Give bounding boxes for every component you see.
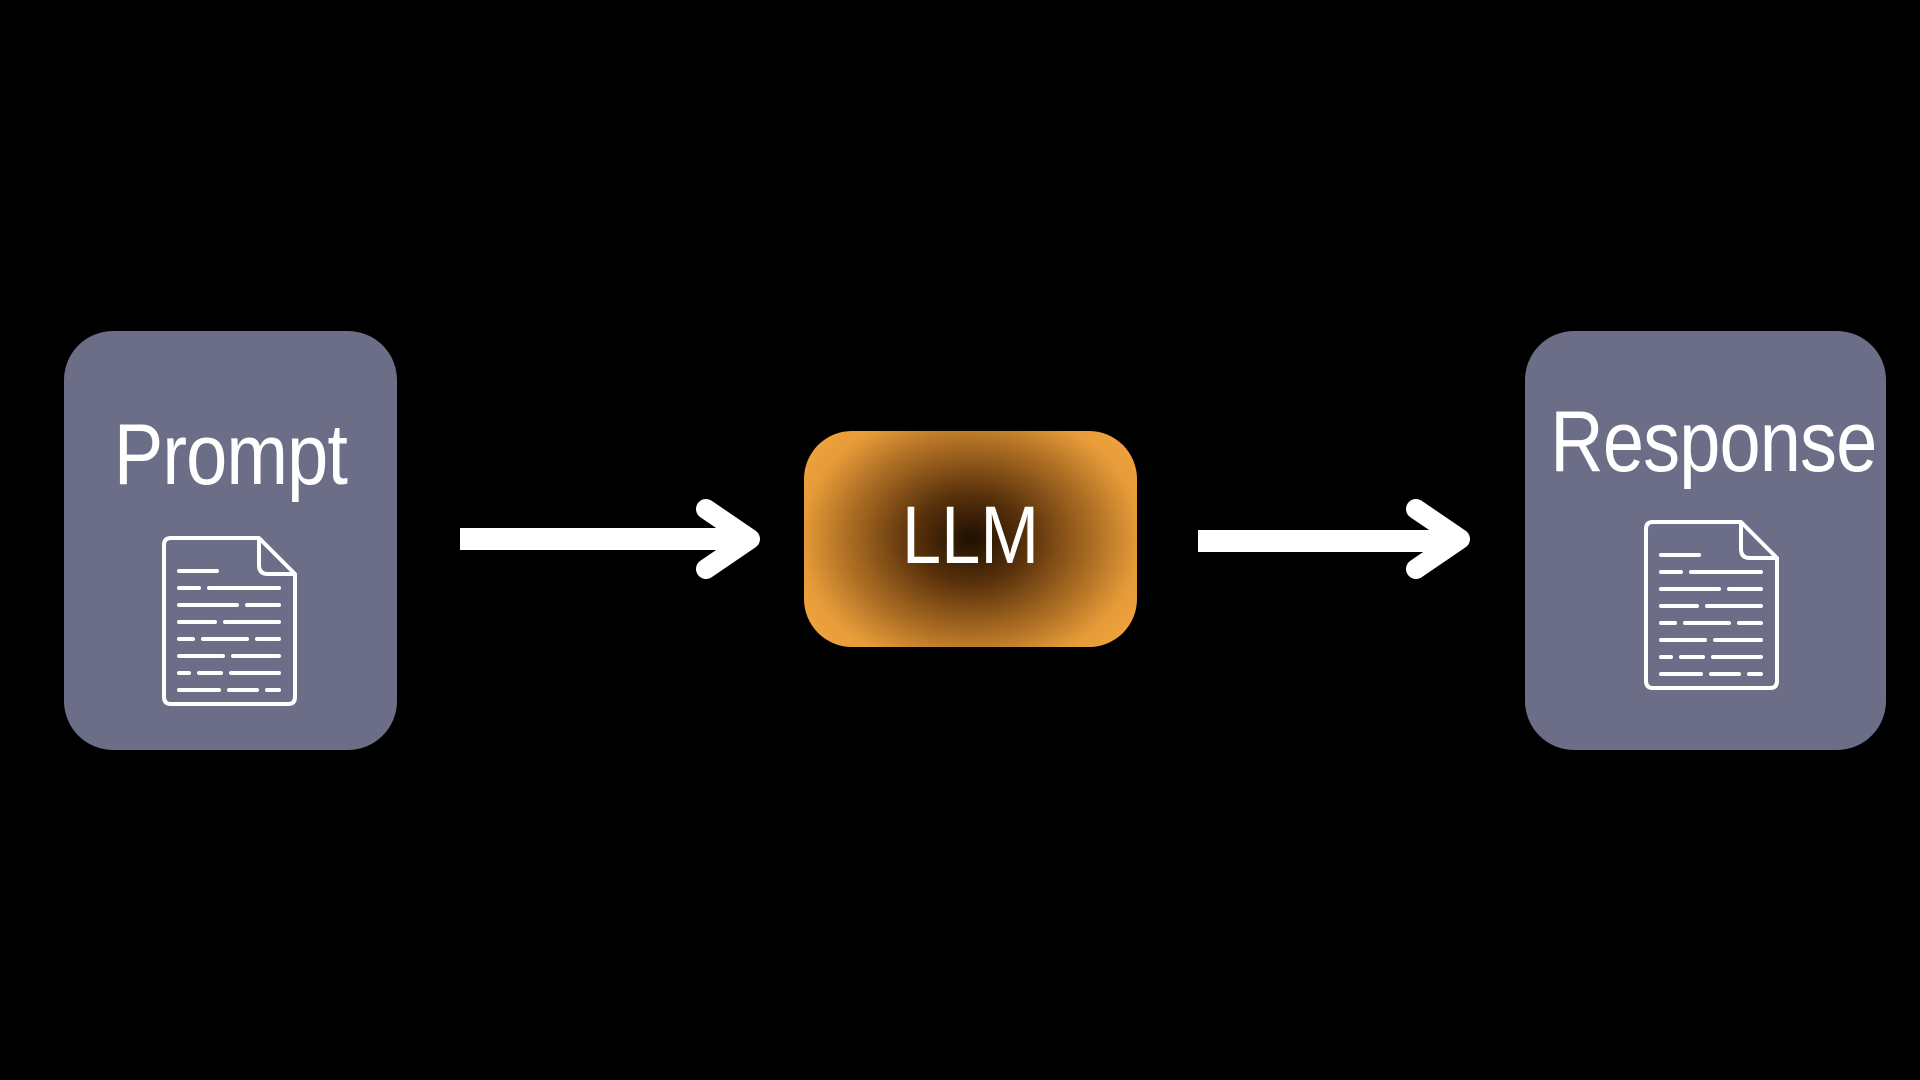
response-label: Response	[1550, 394, 1877, 490]
prompt-node: Prompt	[64, 331, 397, 750]
document-icon	[1644, 520, 1779, 690]
arrow-prompt-to-llm	[460, 499, 760, 579]
response-node: Response	[1525, 331, 1886, 750]
arrow-llm-to-response	[1198, 499, 1470, 579]
llm-node: LLM	[804, 431, 1137, 647]
llm-label: LLM	[901, 490, 1040, 581]
prompt-label: Prompt	[113, 407, 348, 503]
document-icon	[162, 536, 297, 706]
